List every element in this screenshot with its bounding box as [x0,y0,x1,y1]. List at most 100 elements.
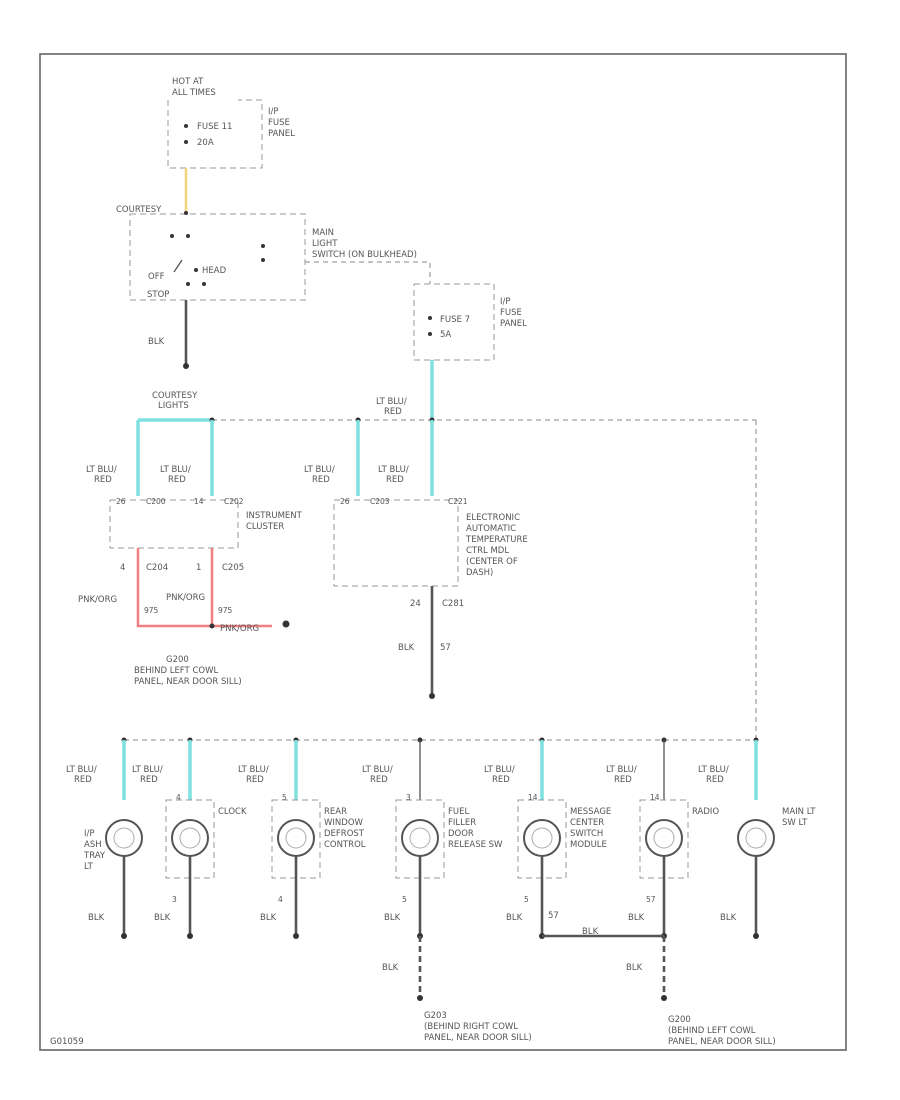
lamp-filament [745,827,767,849]
lamp-filament [531,827,553,849]
cluster-ground-wire3: PNK/ORG [220,624,259,634]
lamp-ground-pin: 5 [402,895,407,904]
lamp-bulb [277,819,315,857]
fuse-11-panel-1: I/P [268,107,279,117]
cluster-ground-block: 4 C204 1 C205 PNK/ORG PNK/ORG 975 975 PN… [78,548,290,687]
lamp-ground-pin: 5 [524,895,529,904]
lamp-wire-color-2: RED [140,775,158,785]
cluster-pin-b: 14 [194,497,204,506]
eatc-ground-color: BLK [398,643,415,653]
lamp-ground-color: BLK [88,913,105,923]
eatc-wire2-color-1: LT BLU/ [378,465,409,475]
switch-head-label: HEAD [202,266,227,276]
diagram-code: G01059 [50,1037,84,1047]
fuse-11-name: FUSE 11 [197,122,232,132]
lamp-pin: 14 [650,793,660,802]
fuse-11-block: HOT AT ALL TIMES FUSE 11 20A I/P FUSE PA… [167,77,295,169]
switch-label-1: MAIN [312,228,334,238]
fuse-7-block: FUSE 7 5A I/P FUSE PANEL [413,283,527,361]
headlight-switch-box [129,213,306,301]
lamp-label-1: MAIN LT [782,807,816,817]
eatc-label-6: DASH) [466,568,493,578]
switch-to-fuse7-wire [305,261,431,284]
lamp-bulb [645,819,683,857]
switch-contact-2 [186,234,190,238]
switch-contact-4 [261,258,265,262]
cluster-ground-point [282,620,290,628]
g200-drop-color: BLK [626,963,643,973]
eatc-wire2-color-2: RED [386,475,404,485]
lamp-pin: 4 [176,793,181,802]
lamp-bulb [105,819,143,857]
cluster-label-2: CLUSTER [246,522,284,532]
lamp-ground-color: BLK [384,913,401,923]
instrument-cluster-block: 26 C200 14 C202 INSTRUMENT CLUSTER [109,497,303,549]
cluster-ground-pnk-1 [136,548,212,628]
lamp-label-4: CONTROL [324,840,366,850]
lamp-wire-color-2: RED [74,775,92,785]
lamp-ground-pin: 4 [278,895,283,904]
lamp-label-2: CENTER [570,818,604,828]
lamp-label-1: CLOCK [218,807,247,817]
lamp-ground-color: BLK [506,913,523,923]
lamp-ground-node [293,933,299,939]
lamp-bulb [737,819,775,857]
switch-lever [173,259,183,273]
fuse-7-terminal-bottom [428,332,432,336]
switch-contact-3 [261,244,265,248]
g203-loc-1: (BEHIND RIGHT COWL [424,1022,518,1032]
lamp-label-2: FILLER [448,818,476,828]
diagram-frame [39,53,847,1051]
lamp-label-2: WINDOW [324,818,364,828]
switch-stop-label: STOP [147,290,169,300]
lamp-pin: 3 [406,793,411,802]
eatc-ground-circuit: 57 [440,643,451,653]
fuse-11-terminal-top [184,124,188,128]
lamp-label-4: MODULE [570,840,607,850]
lamp-filament [653,827,675,849]
lamp-wire-color-2: RED [492,775,510,785]
switch-ground-color: BLK [148,337,165,347]
g200-loc-1: (BEHIND LEFT COWL [668,1026,756,1036]
cluster-ground-wire1: PNK/ORG [78,595,117,605]
headlight-switch-block: COURTESY OFF HEAD STOP MAIN LIGHT SWITCH… [116,205,417,301]
lamp-label-3: DOOR [448,829,474,839]
fuse-7-panel-1: I/P [500,297,511,307]
fuse7-output-color-1: LT BLU/ [376,397,407,407]
cluster-wire1-color-1: LT BLU/ [86,465,117,475]
fuse-11-terminal-bottom [184,140,188,144]
fuse-11-panel-2: FUSE [268,118,290,128]
g203-loc-2: PANEL, NEAR DOOR SILL) [424,1033,532,1043]
lamp-ground-node [753,933,759,939]
lamp-filament [179,827,201,849]
lamp-filament [113,827,135,849]
eatc-label-5: (CENTER OF [466,557,518,567]
eatc-label-2: AUTOMATIC [466,524,516,534]
fuse-11-panel-3: PANEL [268,129,295,139]
eatc-ground-connector: C281 [442,599,464,609]
g200-ground-node [661,995,667,1001]
lamp-label-1: MESSAGE [570,807,611,817]
cluster-ground-c205: C205 [222,563,244,573]
cluster-ground-pin1: 1 [196,563,201,573]
lamp-pin: 5 [282,793,287,802]
eatc-wire1-color-2: RED [312,475,330,485]
fuse-7-name: FUSE 7 [440,315,470,325]
lamp-label-1: I/P [84,829,95,839]
lamp-label-1: FUEL [448,807,469,817]
switch-contact-7 [202,282,206,286]
g203-name: G203 [424,1011,447,1021]
eatc-ground-node [429,693,435,699]
cluster-ground-pin-b: 975 [218,606,233,615]
g203-drop-color: BLK [382,963,399,973]
lamp-wire-color-2: RED [706,775,724,785]
eatc-pin-26: 26 [340,497,350,506]
eatc-connector-c221: C221 [448,497,468,506]
power-label-line2: ALL TIMES [172,88,216,98]
ground-link-color: BLK [582,927,599,937]
switch-contact-5 [194,268,198,272]
g200-name: G200 [668,1015,691,1025]
power-label-line1: HOT AT [172,77,204,87]
